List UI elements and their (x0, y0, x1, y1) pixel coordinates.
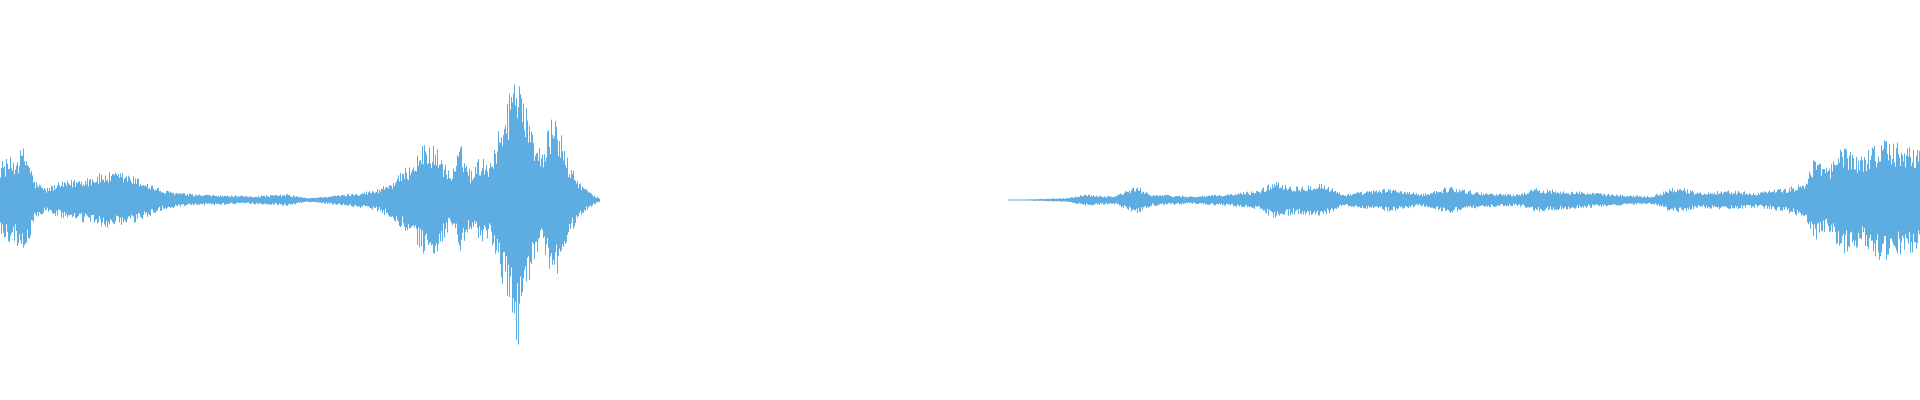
waveform-clips (0, 84, 1920, 345)
waveform-samples (0, 84, 600, 345)
waveform-clip[interactable] (0, 84, 600, 345)
waveform-clip[interactable] (1008, 140, 1920, 260)
